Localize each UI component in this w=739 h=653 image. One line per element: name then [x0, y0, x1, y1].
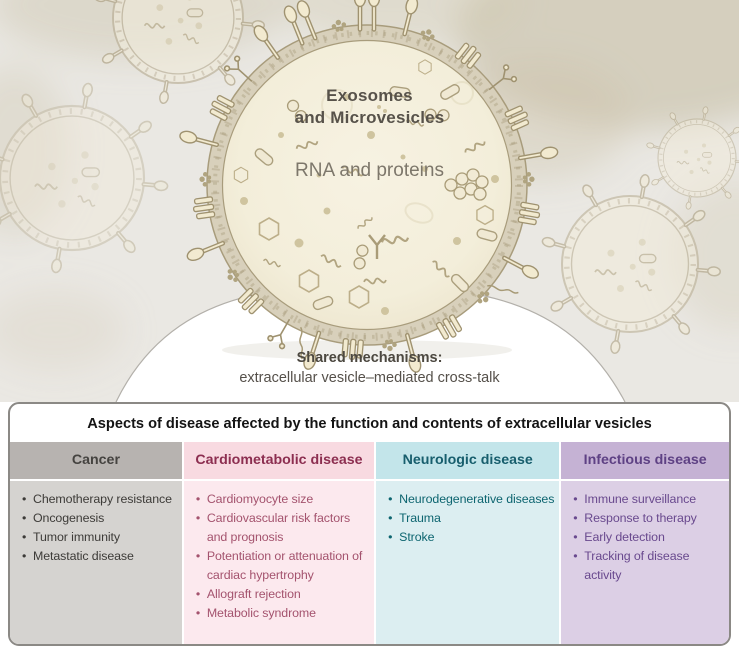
vesicle-illustration — [0, 0, 739, 402]
vesicle-subtitle: RNA and proteins — [295, 160, 444, 181]
list-item: Trauma — [388, 509, 556, 528]
column-header-neurologic: Neurologic disease — [376, 442, 560, 481]
vesicle-cargo — [233, 59, 499, 315]
column-header-infectious: Infectious disease — [561, 442, 729, 481]
table-title: Aspects of disease affected by the funct… — [87, 416, 652, 432]
list-item: Tracking of disease activity — [573, 547, 726, 585]
list-item: Potentiation or attenuation of cardiac h… — [196, 547, 371, 585]
column-body-cancer: Chemotherapy resistance Oncogenesis Tumo… — [10, 481, 182, 644]
column-body-cardiometabolic: Cardiomyocyte size Cardiovascular risk f… — [183, 481, 375, 644]
column-body-neurologic: Neurodegenerative diseases Trauma Stroke — [376, 481, 560, 644]
table-grid: Cancer Chemotherapy resistance Oncogenes… — [10, 442, 729, 644]
vesicle-title: Exosomes and Microvesicles — [294, 86, 445, 127]
list-item: Metastatic disease — [22, 547, 179, 566]
shared-mechanisms-text: extracellular vesicle–mediated cross-tal… — [239, 370, 500, 386]
shared-mechanisms-label: Shared mechanisms: — [296, 350, 443, 366]
list-item: Stroke — [388, 528, 556, 547]
column-header-cancer: Cancer — [10, 442, 182, 481]
disease-table: Aspects of disease affected by the funct… — [8, 402, 731, 646]
list-item: Cardiomyocyte size — [196, 490, 371, 509]
shared-mechanisms: Shared mechanisms: extracellular vesicle… — [0, 348, 739, 388]
disease-column-cardiometabolic: Cardiometabolic disease Cardiomyocyte si… — [181, 442, 375, 644]
list-item: Allograft rejection — [196, 585, 371, 604]
list-item: Oncogenesis — [22, 509, 179, 528]
column-header-cardiometabolic: Cardiometabolic disease — [183, 442, 375, 481]
disease-column-cancer: Cancer Chemotherapy resistance Oncogenes… — [10, 442, 182, 644]
illustration-panel: Exosomes and Microvesicles RNA and prote… — [0, 0, 739, 402]
disease-column-infectious: Infectious disease Immune surveillance R… — [559, 442, 729, 644]
white-pedestal — [115, 293, 626, 402]
list-item: Response to therapy — [573, 509, 726, 528]
large-vesicle — [177, 0, 560, 375]
list-item: Tumor immunity — [22, 528, 179, 547]
column-body-infectious: Immune surveillance Response to therapy … — [561, 481, 729, 644]
list-item: Chemotherapy resistance — [22, 490, 179, 509]
list-item: Early detection — [573, 528, 726, 547]
list-item: Neurodegenerative diseases — [388, 490, 556, 509]
list-item: Metabolic syndrome — [196, 604, 371, 623]
list-item: Cardiovascular risk factors and prognosi… — [196, 509, 371, 547]
disease-column-neurologic: Neurologic disease Neurodegenerative dis… — [374, 442, 560, 644]
list-item: Immune surveillance — [573, 490, 726, 509]
